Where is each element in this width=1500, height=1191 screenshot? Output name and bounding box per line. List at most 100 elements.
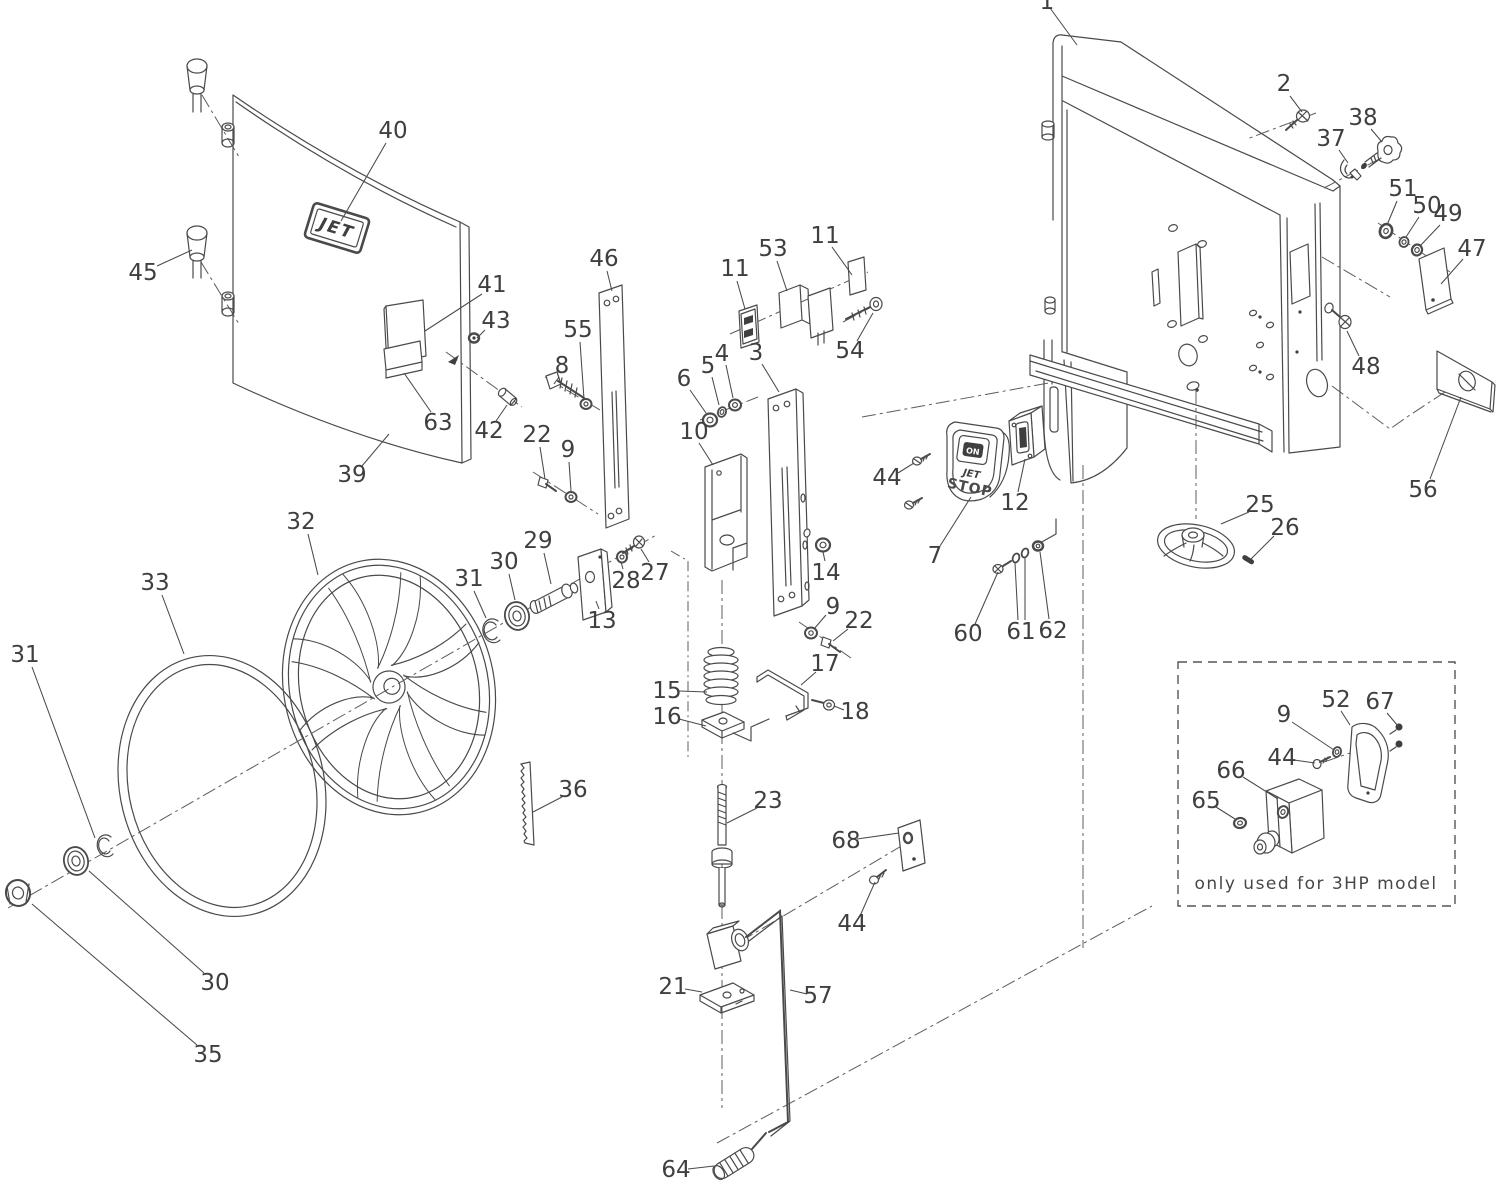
part-label-68: 68 (831, 828, 860, 854)
leader-line-48 (1346, 330, 1360, 357)
switch-12 (1008, 405, 1046, 466)
leader-line-13 (595, 600, 600, 610)
rod-57 (745, 909, 791, 1137)
nut-28 (616, 550, 628, 564)
leader-line-44 (897, 462, 915, 474)
knob-38 (1361, 135, 1403, 170)
part-label-13: 13 (587, 608, 616, 634)
part-label-2: 2 (1277, 71, 1292, 97)
leader-line-21 (684, 988, 703, 993)
clip-37 (1339, 159, 1362, 181)
part-label-31: 31 (454, 566, 483, 592)
part-label-46: 46 (589, 246, 618, 272)
part-label-39: 39 (337, 462, 366, 488)
leader-line-66 (1242, 776, 1279, 800)
part-label-44: 44 (837, 911, 866, 937)
nut-9-left (564, 491, 578, 503)
part-label-27: 27 (640, 560, 669, 586)
bolt-2 (1285, 109, 1311, 131)
part-label-36: 36 (558, 777, 587, 803)
plate-47 (1418, 247, 1454, 315)
leader-line-45 (156, 249, 193, 267)
part-label-28: 28 (611, 568, 640, 594)
nut-51 (1378, 222, 1394, 240)
leader-line-31 (473, 590, 487, 619)
leader-line-1 (1049, 7, 1078, 46)
part-label-9: 9 (1277, 702, 1292, 728)
switch-assembly: ON JET STOP (903, 405, 1046, 510)
part-label-12: 12 (1000, 490, 1029, 516)
plate-21 (699, 982, 755, 1014)
nut-43 (467, 332, 481, 344)
channel-bracket-10 (704, 453, 748, 572)
bracket-53 (778, 284, 834, 346)
part-label-44: 44 (872, 465, 901, 491)
bearing-30-right (503, 601, 531, 631)
part-label-55: 55 (563, 317, 592, 343)
part-label-56: 56 (1408, 477, 1437, 503)
part-label-57: 57 (803, 983, 832, 1009)
part-label-63: 63 (423, 410, 452, 436)
part-label-47: 47 (1457, 236, 1486, 262)
door-panel: JET (232, 94, 472, 464)
leader-line-44 (1293, 759, 1316, 764)
nut-55 (579, 398, 593, 410)
leader-line-32 (307, 533, 319, 576)
leader-line-17 (800, 671, 817, 686)
leader-line-14 (822, 551, 826, 562)
leader-line-6 (689, 389, 707, 414)
bearing-30-left (62, 846, 90, 876)
motor-box-66 (1253, 778, 1325, 855)
part-label-33: 33 (140, 570, 169, 596)
washers-61 (1011, 547, 1030, 564)
leader-line-28 (620, 561, 624, 570)
leader-line-18 (833, 705, 845, 711)
bolt-48 (1324, 302, 1352, 330)
leader-line-12 (1017, 458, 1026, 493)
inset-caption: only used for 3HP model (1194, 874, 1437, 894)
leader-line-30 (88, 870, 205, 974)
leader-line-60 (974, 571, 999, 625)
switch-screws-44 (903, 453, 931, 510)
washer-and-nut-14 (803, 528, 832, 553)
leader-line-63 (403, 372, 432, 413)
tension-screw-23 (711, 783, 733, 908)
part-label-4: 4 (715, 341, 730, 367)
leader-line-47 (1440, 258, 1464, 285)
washer-5 (716, 406, 728, 418)
part-label-62: 62 (1038, 618, 1067, 644)
bracket-46 (598, 284, 630, 529)
part-label-18: 18 (840, 699, 869, 725)
leader-line-22 (832, 628, 849, 642)
leader-line-62 (1039, 551, 1050, 620)
part-label-22: 22 (844, 608, 873, 634)
leader-line-39 (361, 433, 390, 467)
leader-line-37 (1338, 149, 1349, 164)
door-logo-plate: JET (303, 202, 371, 254)
leader-line-50 (1405, 216, 1420, 238)
handwheel-25 (1157, 523, 1235, 569)
plate-11-left (738, 304, 760, 349)
bolt-27 (622, 535, 646, 555)
bracket-17 (756, 669, 809, 721)
plate-11-right (847, 256, 867, 296)
part-label-8: 8 (555, 353, 570, 379)
leader-line-22 (539, 446, 546, 480)
nut-6 (701, 412, 719, 428)
bracket-3 (767, 388, 810, 617)
part-label-32: 32 (286, 509, 315, 535)
part-label-11: 11 (810, 223, 839, 249)
part-label-45: 45 (128, 260, 157, 286)
swivel-block (706, 920, 750, 970)
part-label-41: 41 (477, 272, 506, 298)
leader-line-65 (1215, 806, 1236, 820)
bushing-42 (497, 387, 518, 406)
part-label-60: 60 (953, 621, 982, 647)
leader-line-27 (640, 548, 650, 563)
part-label-66: 66 (1216, 758, 1245, 784)
part-label-40: 40 (378, 118, 407, 144)
leader-line-15 (678, 690, 708, 693)
screw-60 (992, 560, 1012, 575)
leader-line-16 (678, 718, 707, 727)
part-label-22: 22 (522, 422, 551, 448)
